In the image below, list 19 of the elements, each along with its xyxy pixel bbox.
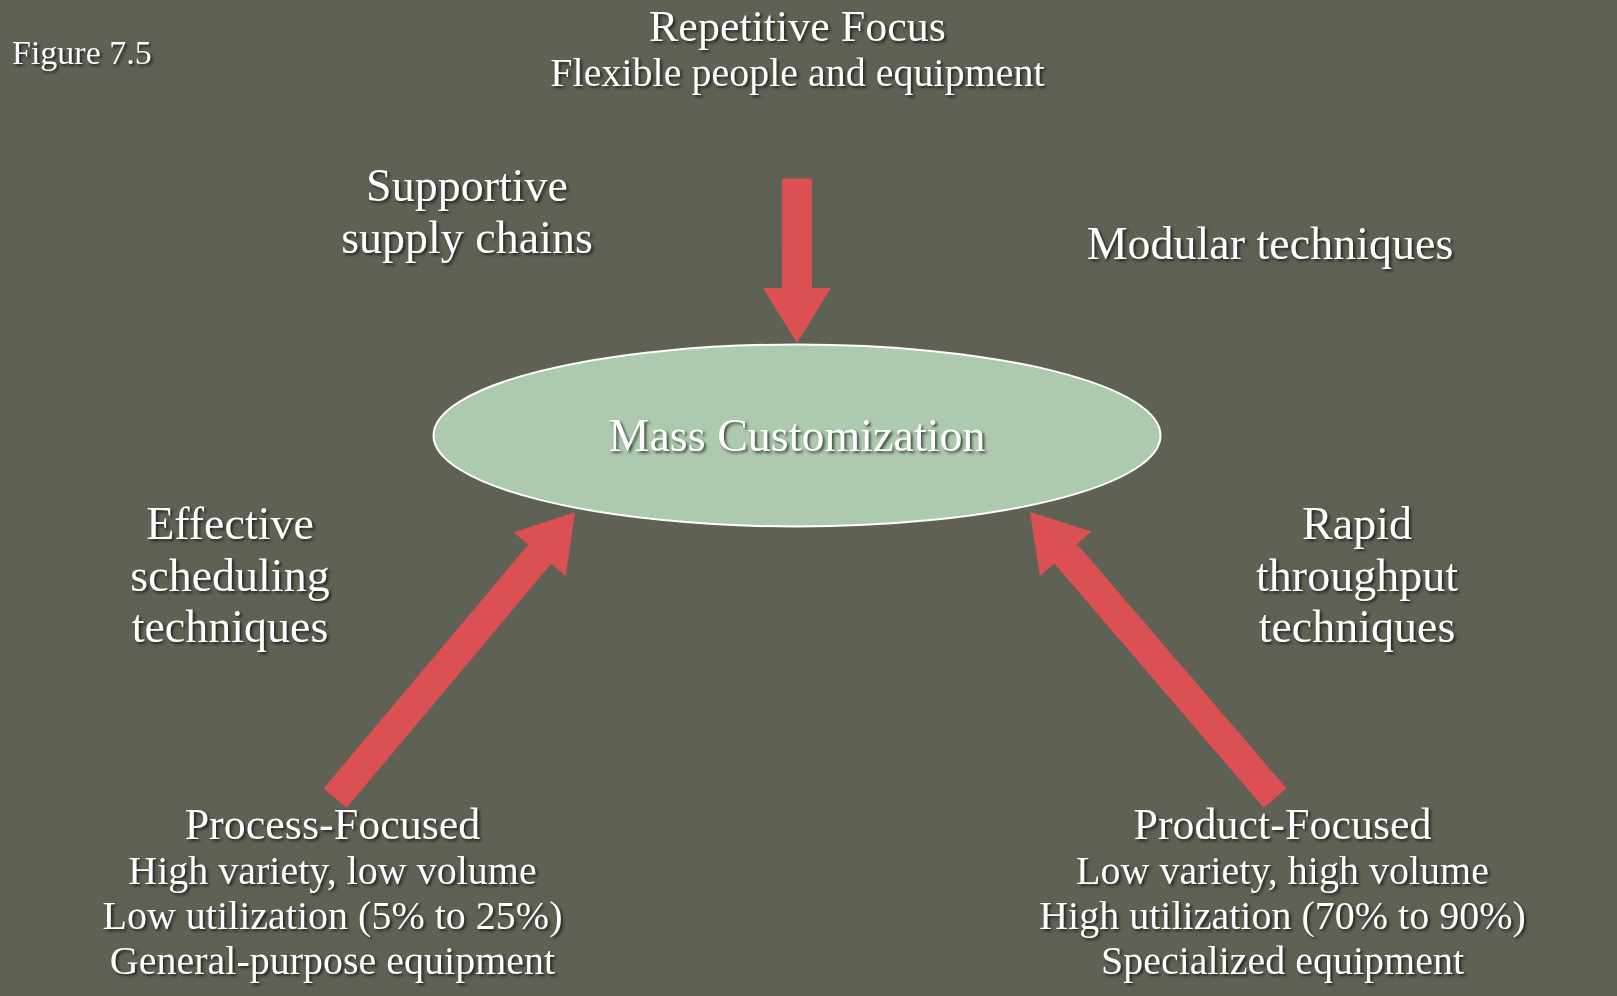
node-description: Low variety, high volume — [1076, 849, 1489, 895]
node-title: Mass Customization — [608, 409, 986, 463]
arrow — [763, 178, 831, 343]
node-description: Flexible people and equipment — [550, 51, 1045, 97]
node-title: Repetitive Focus — [649, 2, 946, 52]
label: Supportive supply chains — [340, 160, 594, 264]
arrow — [323, 512, 576, 808]
arrow — [1029, 512, 1287, 808]
label: Modular techniques — [1085, 218, 1455, 270]
figure-number: Figure 7.5 — [12, 34, 153, 73]
node-description: High utilization (70% to 90%) — [1039, 894, 1526, 939]
node-description: High variety, low volume — [128, 849, 537, 895]
label: Effective scheduling techniques — [129, 498, 331, 653]
node-description: Specialized equipment — [1100, 938, 1465, 984]
label: Rapid throughput techniques — [1255, 498, 1459, 653]
node-description: Low utilization (5% to 25%) — [102, 894, 563, 939]
node-title: Process-Focused — [184, 800, 481, 850]
node-description: General-purpose equipment — [109, 938, 556, 984]
node-title: Product-Focused — [1133, 800, 1432, 850]
